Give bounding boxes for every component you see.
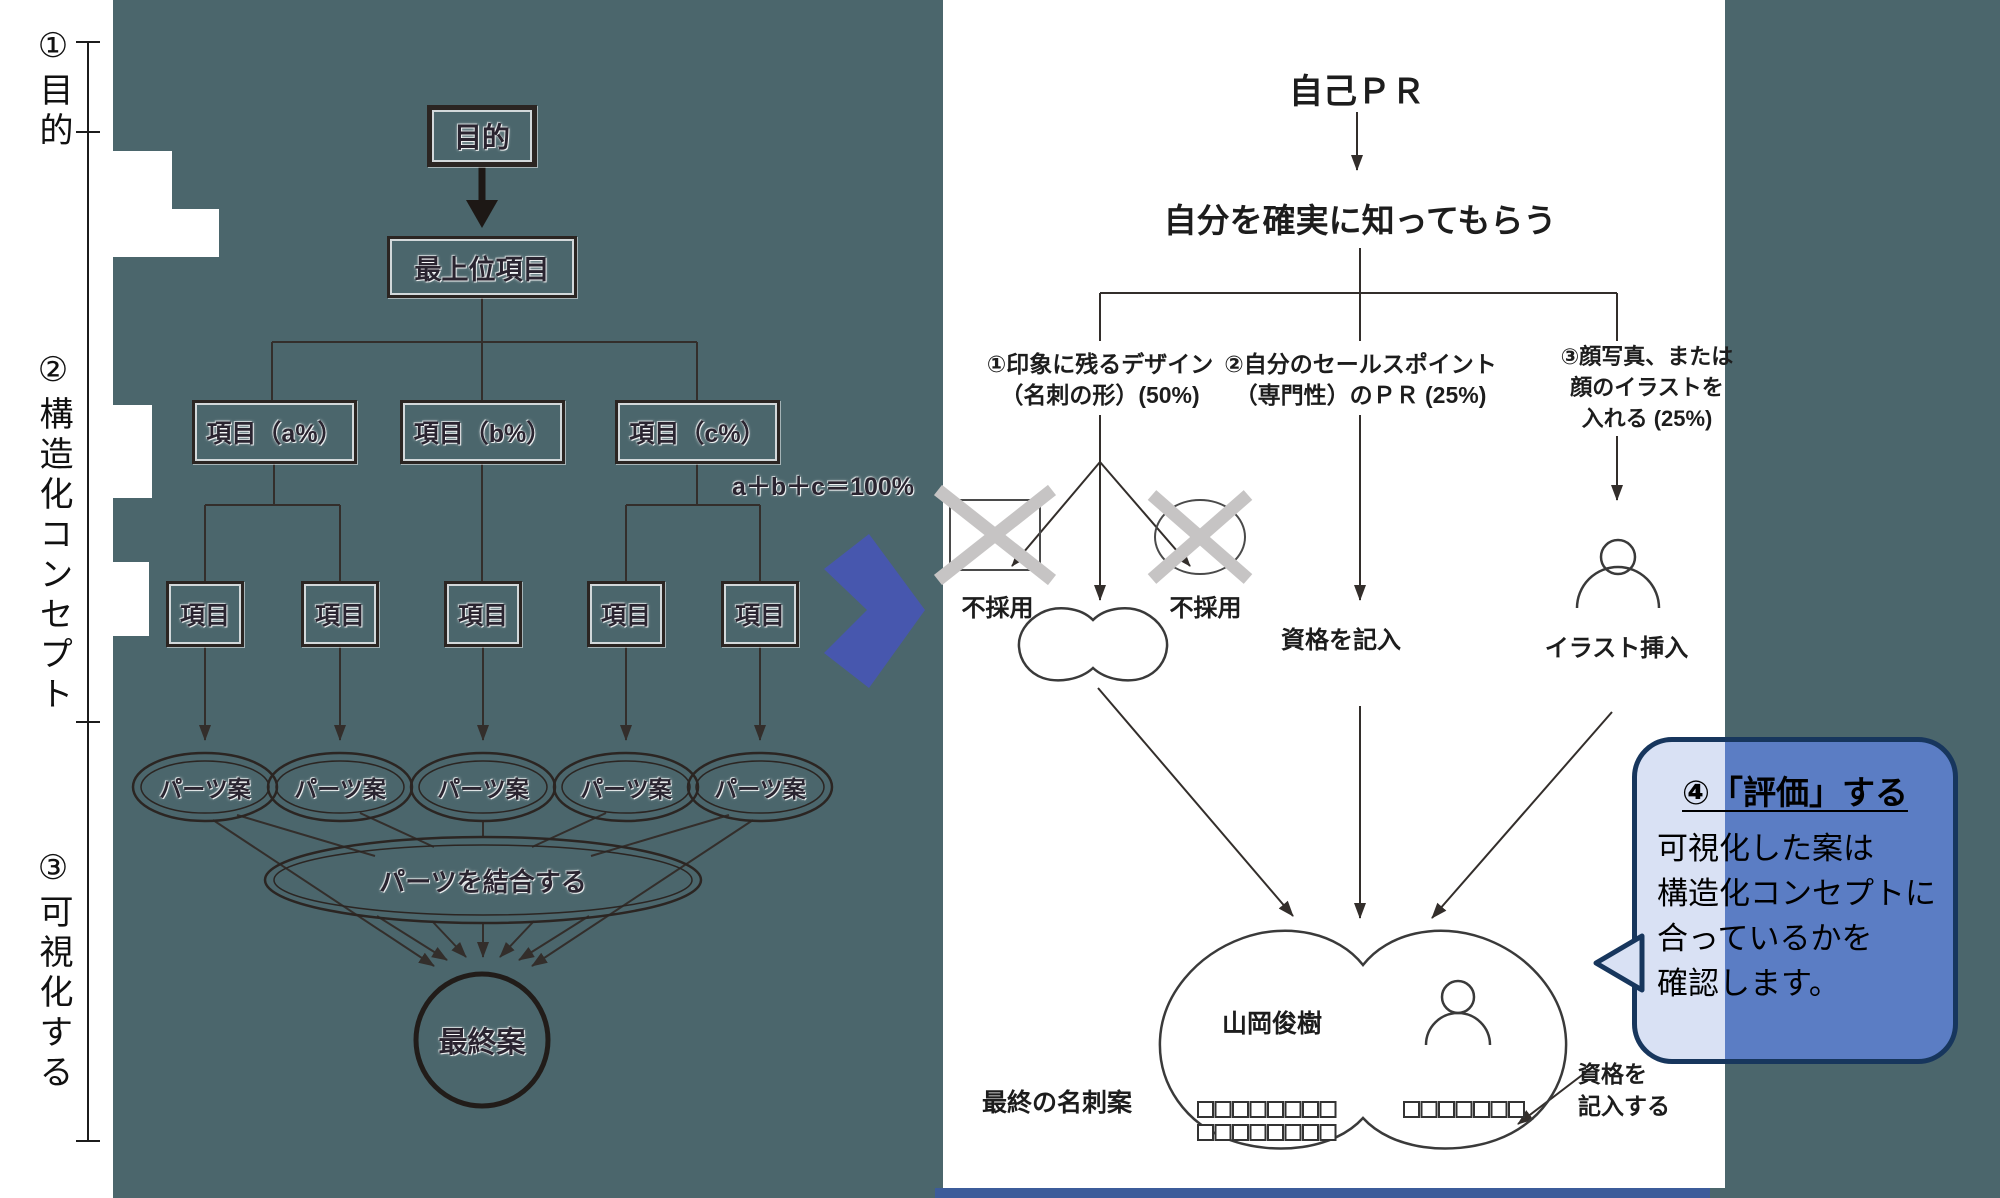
tree-top-item-box: 最上位項目 [387,236,577,298]
bracket-tick [76,721,100,723]
section-label-purpose: ①目的 [34,26,72,152]
callout-tail [1593,933,1645,993]
tree-item-a-box: 項目（a%） [192,400,357,464]
enter-qualification-label: 資格を記入 [1281,626,1401,654]
bottom-blue-bar [935,1188,1710,1198]
tree-sub-item-label: 項目 [734,602,785,630]
tree-sub-item-label: 項目 [457,602,508,630]
tree-item-b-box: 項目（b%） [400,400,565,464]
tree-root-box: 目的 [427,105,537,167]
tree-root-label: 目的 [453,122,510,153]
rejected-label: 不採用 [961,594,1034,622]
tree-sub-item-box: 項目 [587,581,665,647]
tree-sub-item-label: 項目 [600,602,651,630]
tree-sub-item-box: 項目 [444,581,522,647]
card-text-squares [1197,1101,1525,1141]
insert-illustration-label: イラスト挿入 [1544,634,1689,662]
branch1-label: ①印象に残るデザイン （名刺の形）(50%) [986,351,1214,408]
bracket-tick [76,131,100,133]
tree-sub-item-label: 項目 [314,602,365,630]
parts-idea-label: パーツ案 [294,776,386,802]
weight-sum-note: a＋b＋c＝100% [731,473,915,501]
bracket-tick [76,1140,100,1142]
white-page [943,0,1725,1188]
root-arrow [466,167,498,228]
final-plan-label: 最終案 [438,1027,526,1059]
edge-notch [113,151,172,209]
person-icon [1575,538,1661,609]
qualification-note: 資格を 記入する [1578,1061,1670,1119]
evaluate-callout-title: ④「評価」する [1682,774,1908,811]
tree-item-b-label: 項目（b%） [413,420,552,448]
rejected-ellipse-icon [1147,490,1253,584]
tree-item-c-label: 項目（c%） [629,420,766,448]
section-label-visualize: ③可視化する [34,848,72,1094]
tree-sub-item-label: 項目 [179,602,230,630]
tree-item-c-box: 項目（c%） [615,400,780,464]
tree-top-item-label: 最上位項目 [414,254,550,285]
combine-ellipse [263,835,703,925]
section-label-structured-concept: ②構造化コンセプト [34,350,72,716]
rejected-label: 不採用 [1169,594,1242,622]
tree-sub-item-box: 項目 [721,581,799,647]
parts-idea-label: パーツ案 [159,776,251,802]
parts-idea-ellipses [131,751,834,823]
combine-parts-label: パーツを結合する [379,866,587,897]
final-card-label: 最終の名刺案 [982,1089,1133,1117]
tree-item-a-label: 項目（a%） [206,420,343,448]
evaluate-callout-body: 可視化した案は 構造化コンセプトに 合っているかを 確認します。 [1657,831,1936,1001]
final-plan-circle [413,971,551,1109]
tree-sub-item-box: 項目 [166,581,244,647]
section-bracket-line [87,42,89,1142]
edge-notch [113,405,152,498]
branch3-label: ③顔写真、または 顔のイラストを 入れる (25%) [1560,343,1734,431]
evaluate-callout: ④「評価」する 可視化した案は 構造化コンセプトに 合っているかを 確認します。 [1632,737,1958,1064]
edge-notch [113,562,149,636]
rejected-rectangle-icon [933,484,1057,586]
right-title: 自己ＰＲ [1289,72,1425,111]
parts-idea-label: パーツ案 [714,776,806,802]
right-goal: 自分を確実に知ってもらう [1163,202,1557,239]
adopted-card-shape [1017,607,1169,682]
parts-idea-label: パーツ案 [580,776,672,802]
final-card-shape [1158,929,1568,1150]
bracket-tick [76,41,100,43]
tree-sub-item-box: 項目 [301,581,379,647]
edge-notch [113,209,219,257]
transition-chevron-icon [824,534,925,688]
branch2-label: ②自分のセールスポイント （専門性）のＰＲ (25%) [1224,351,1497,408]
parts-idea-label: パーツ案 [437,776,529,802]
card-name: 山岡俊樹 [1221,1010,1322,1038]
card-person-icon [1424,979,1492,1046]
